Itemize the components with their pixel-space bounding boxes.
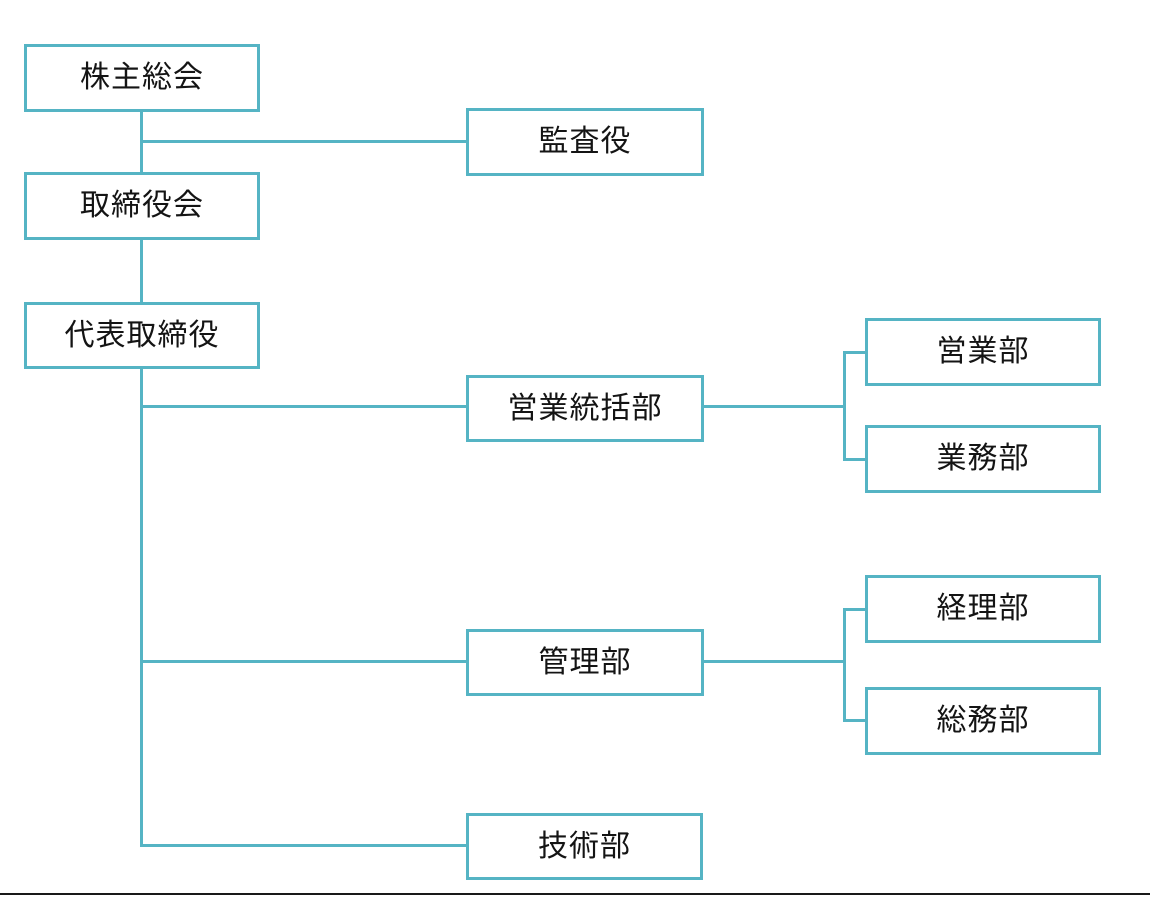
connector-to-accounting-department (845, 608, 866, 611)
connector-trunk-to-engineering (141, 844, 467, 847)
org-node-engineering-department: 技術部 (466, 813, 703, 880)
connector-board-to-representative (140, 239, 143, 303)
connector-to-operations-department (845, 458, 866, 461)
bottom-page-rule (0, 893, 1150, 895)
connector-representative-trunk (140, 367, 143, 847)
org-node-label: 管理部 (538, 645, 632, 679)
org-node-label: 業務部 (936, 442, 1030, 475)
org-node-label: 営業部 (936, 335, 1030, 368)
org-node-label: 経理部 (936, 592, 1030, 625)
org-node-label: 総務部 (936, 704, 1030, 737)
connector-sales-division-junction (843, 351, 846, 461)
org-node-representative-director: 代表取締役 (24, 302, 260, 369)
connector-administration-junction (843, 608, 846, 722)
connector-shareholders-to-auditor (141, 140, 467, 143)
connector-sales-division-branch (702, 405, 845, 408)
org-node-label: 取締役会 (80, 189, 204, 222)
org-node-label: 監査役 (538, 125, 632, 158)
org-node-label: 技術部 (538, 829, 631, 863)
connector-administration-branch (702, 660, 845, 663)
connector-to-sales-department (845, 351, 866, 354)
connector-to-general-affairs (845, 719, 866, 722)
org-node-label: 代表取締役 (64, 318, 220, 352)
org-node-accounting-department: 経理部 (865, 575, 1101, 643)
org-node-general-affairs-department: 総務部 (865, 687, 1101, 755)
org-node-shareholders-meeting: 株主総会 (24, 44, 260, 112)
org-node-label: 営業統括部 (507, 391, 663, 425)
org-node-sales-department: 営業部 (865, 318, 1101, 386)
connector-trunk-to-sales-division (141, 405, 467, 408)
org-node-label: 株主総会 (80, 61, 204, 94)
org-node-administration-department: 管理部 (466, 629, 704, 696)
org-node-board-of-directors: 取締役会 (24, 172, 260, 240)
org-node-auditor: 監査役 (466, 108, 704, 176)
org-node-operations-department: 業務部 (865, 425, 1101, 493)
org-node-sales-supervision-division: 営業統括部 (466, 375, 704, 442)
connector-trunk-to-administration (141, 660, 467, 663)
